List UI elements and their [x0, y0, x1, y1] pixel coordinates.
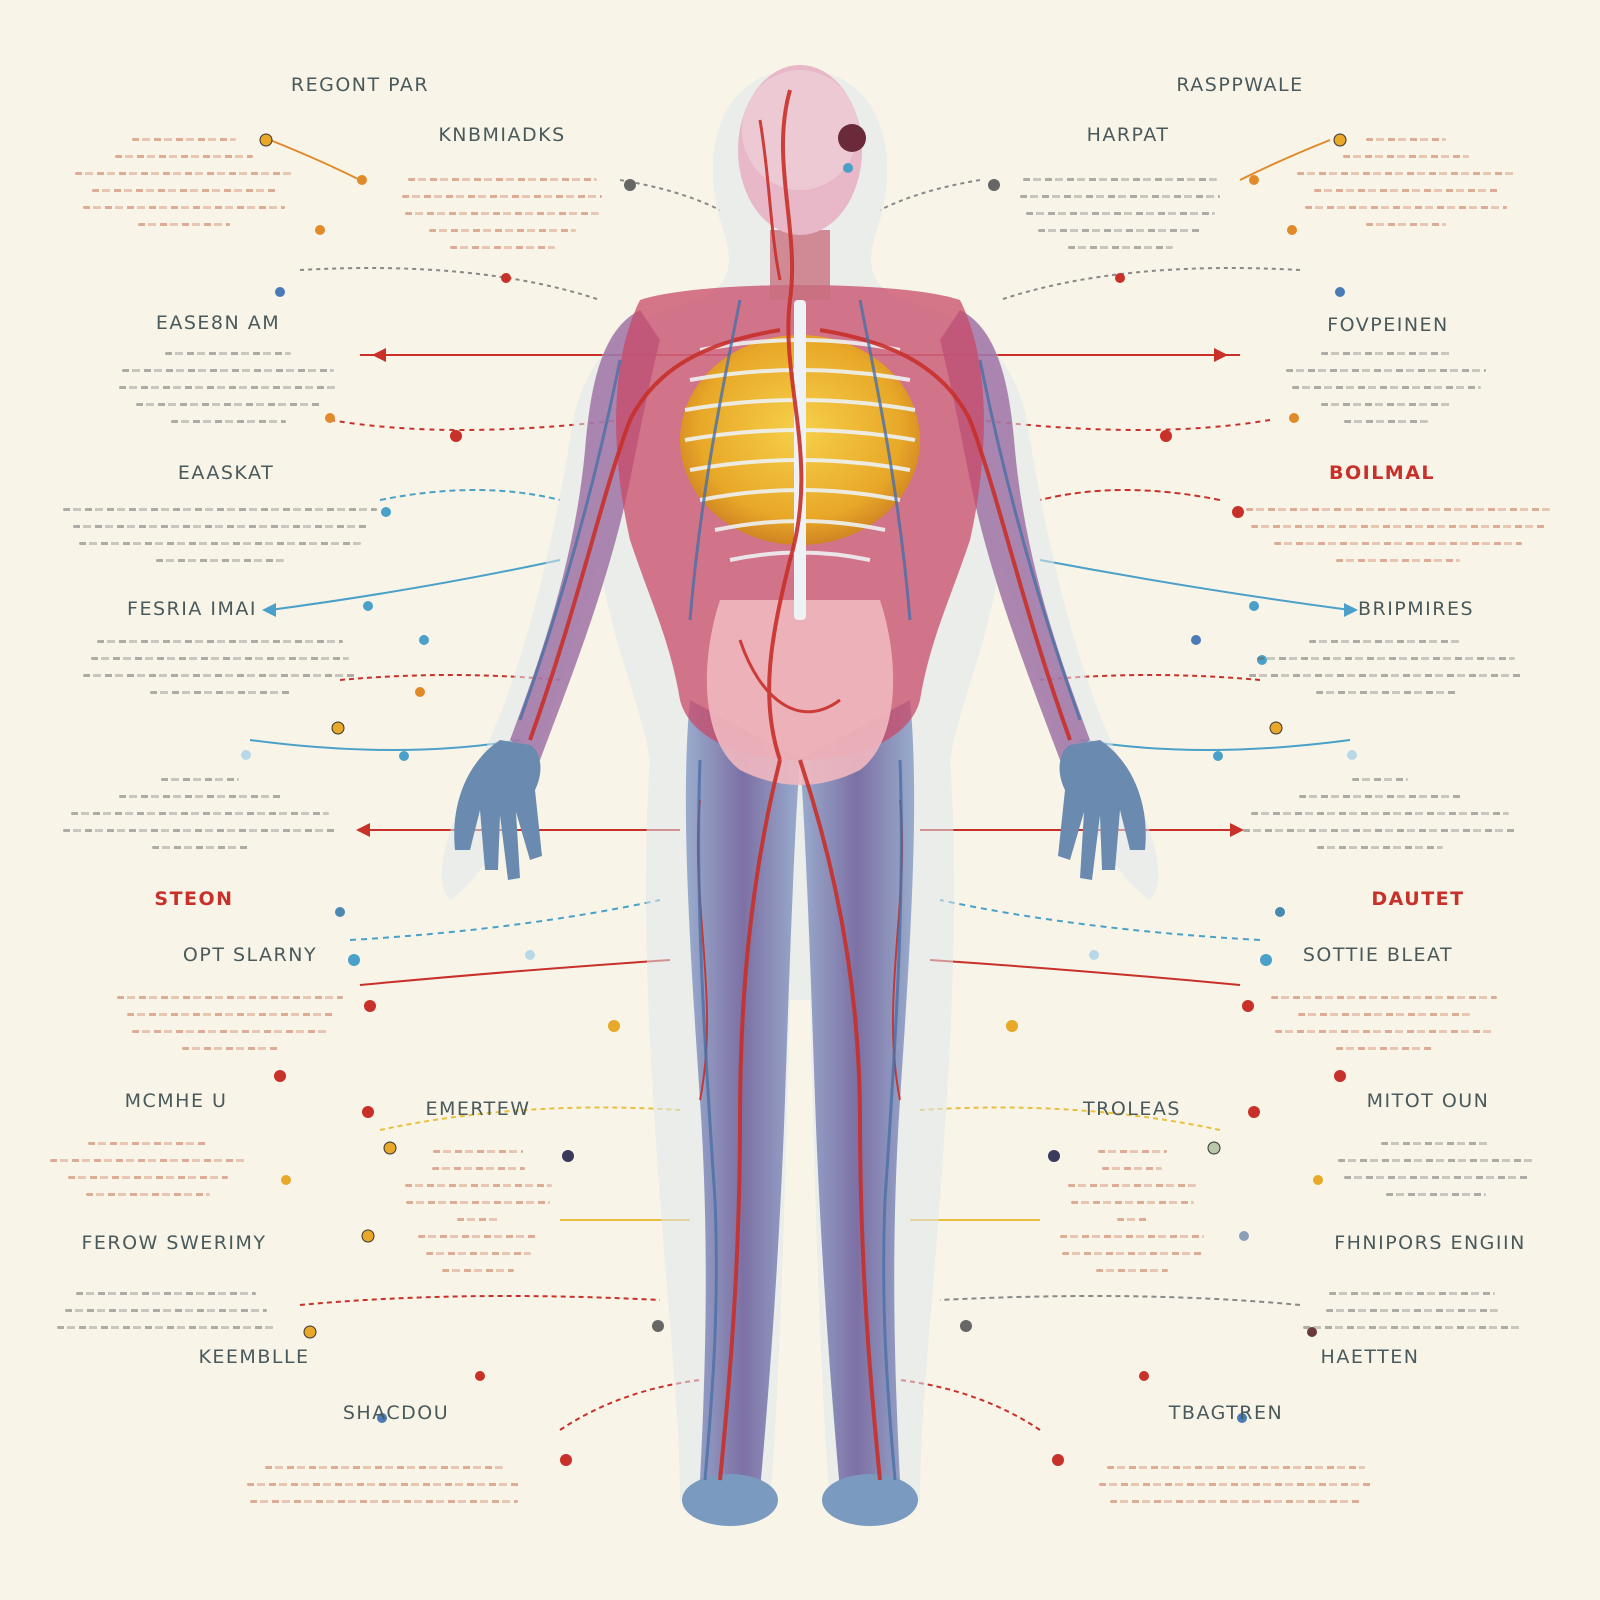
blurb-shacdou [244, 1466, 524, 1517]
blurb-sottebleat [1269, 996, 1499, 1064]
blurb-emertew [403, 1150, 553, 1286]
label-dautet: DAUTET [1371, 888, 1465, 910]
blurb-ferowsweirmy [51, 1292, 281, 1343]
blurb-fhnipors [1297, 1292, 1527, 1343]
blurb-left-mid [60, 778, 340, 863]
label-eaaskat: EAASKAT [177, 462, 275, 484]
label-haetten: HAETTEN [1320, 1346, 1420, 1368]
arrow-heads [262, 348, 1358, 837]
label-harpat: HARPAT [1086, 124, 1170, 146]
label-mitotou: MITOT OUN [1366, 1090, 1490, 1112]
label-emertew: EMERTEW [425, 1098, 531, 1120]
leader-dots [241, 133, 1357, 1466]
blurb-tbagtren [1096, 1466, 1376, 1517]
blurb-easebam [113, 352, 343, 437]
label-regont-par: REGONT PAR [290, 74, 430, 96]
label-foveinen: FOVPEINEN [1327, 314, 1449, 336]
blurb-troleas [1057, 1150, 1207, 1286]
label-shacdou: SHACDOU [342, 1402, 450, 1424]
label-fesrimai: FESRIA IMAI [127, 598, 257, 620]
blurb-optslarny [115, 996, 345, 1064]
label-mcmheu: MCMHE U [124, 1090, 228, 1112]
label-troleas: TROLEAS [1083, 1098, 1181, 1120]
blurb-fesrimai [80, 640, 360, 708]
blurb-boilmal [1243, 508, 1553, 576]
blurb-eaaskat [60, 508, 380, 576]
label-easebam: EASE8N AM [155, 312, 281, 334]
blurb-raspwale [1291, 138, 1521, 240]
blurb-knbmiadks [397, 178, 607, 263]
label-sottebleat: SOTTIE BLEAT [1302, 944, 1454, 966]
label-raspwale: RASPPWALE [1176, 74, 1304, 96]
blurb-mcmheu [48, 1142, 248, 1210]
blurb-bripmires [1246, 640, 1526, 708]
label-knbmiadks: KNBMIADKS [438, 124, 566, 146]
label-ferowsweirmy: FEROW SWERIMY [81, 1232, 267, 1254]
label-steon: STEON [154, 888, 234, 910]
label-keembule: KEEMBLLE [198, 1346, 310, 1368]
label-tbagtren: TBAGTREN [1168, 1402, 1284, 1424]
blurb-foveinen [1281, 352, 1491, 437]
blurb-harpat [1015, 178, 1225, 263]
blurb-right-mid [1240, 778, 1520, 863]
label-optslarny: OPT SLARNY [182, 944, 318, 966]
label-boilmal: BOILMAL [1328, 462, 1436, 484]
veins [518, 299, 1082, 1481]
label-fhnipors: FHNIPORS ENGIIN [1334, 1232, 1526, 1254]
label-bripmires: BRIPMIRES [1357, 598, 1475, 620]
body-outline [441, 65, 1159, 1527]
blurb-regont-par [69, 138, 299, 240]
blurb-mitotou [1336, 1142, 1536, 1210]
